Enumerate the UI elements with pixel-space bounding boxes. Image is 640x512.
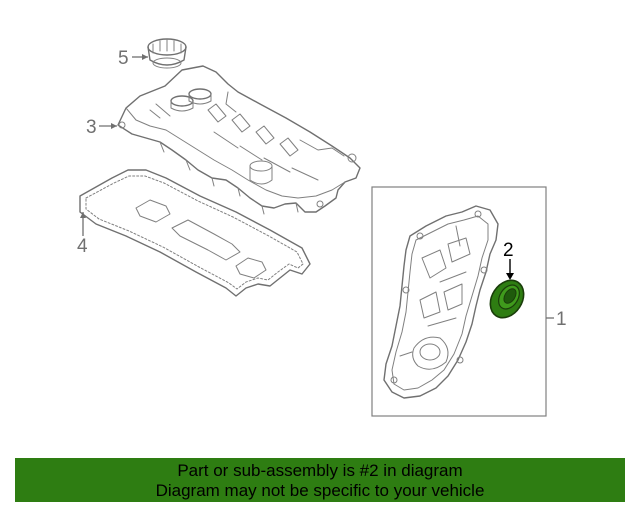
valve-cover-gasket[interactable] [79,169,311,297]
callout-4: 4 [77,236,88,257]
oil-filler-cap[interactable] [147,38,187,69]
part-info-banner: Part or sub-assembly is #2 in diagram Di… [15,458,625,502]
leader-lines [80,54,554,319]
valve-cover[interactable] [117,65,361,215]
crankshaft-seal[interactable] [484,274,531,324]
banner-line-2: Diagram may not be specific to your vehi… [155,481,485,500]
callout-5: 5 [118,48,129,69]
component-box [371,186,547,417]
banner-line-1: Part or sub-assembly is #2 in diagram [177,461,463,480]
callout-2: 2 [503,240,514,261]
timing-cover[interactable] [383,205,499,399]
callout-1: 1 [556,309,567,330]
callout-3: 3 [86,117,97,138]
